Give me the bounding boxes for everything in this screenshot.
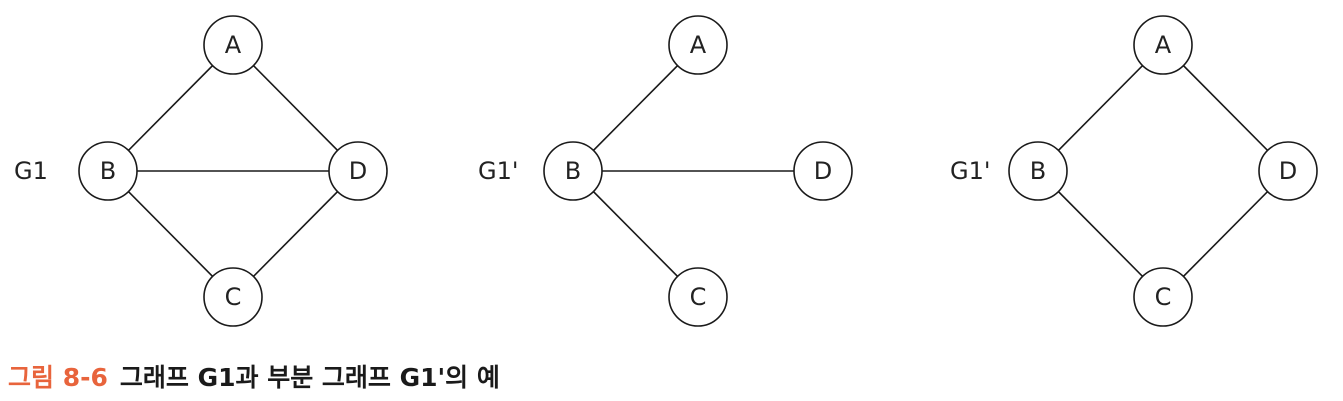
node-label: D <box>1279 157 1297 185</box>
node-label: C <box>1155 283 1172 311</box>
node-circle <box>793 141 853 201</box>
node-label: B <box>1030 157 1046 185</box>
graph-1: G1 A B C D <box>14 15 388 327</box>
node-c: C <box>203 267 263 327</box>
node-label: C <box>690 283 707 311</box>
node-label: A <box>225 31 242 59</box>
graph-label: G1 <box>14 157 48 185</box>
node-circle <box>1133 15 1193 75</box>
node-d: D <box>793 141 853 201</box>
node-a: A <box>1133 15 1193 75</box>
node-circle <box>328 141 388 201</box>
node-circle <box>668 267 728 327</box>
node-label: B <box>565 157 581 185</box>
node-circle <box>668 15 728 75</box>
node-circle <box>203 267 263 327</box>
node-label: B <box>100 157 116 185</box>
graph-label: G1' <box>478 157 518 185</box>
node-label: D <box>349 157 367 185</box>
node-label: D <box>814 157 832 185</box>
node-circle <box>203 15 263 75</box>
figure-caption-text: 그래프 G1과 부분 그래프 G1'의 예 <box>119 363 500 392</box>
node-b: B <box>1008 141 1068 201</box>
graph-3: G1' A B C D <box>950 15 1318 327</box>
figure-number: 그림 8-6 <box>8 363 108 392</box>
node-b: B <box>78 141 138 201</box>
node-d: D <box>1258 141 1318 201</box>
node-circle <box>1258 141 1318 201</box>
node-c: C <box>668 267 728 327</box>
figure-caption: 그림 8-6 그래프 G1과 부분 그래프 G1'의 예 <box>8 360 500 396</box>
node-circle <box>1008 141 1068 201</box>
graph-label: G1' <box>950 157 990 185</box>
node-label: C <box>225 283 242 311</box>
node-a: A <box>668 15 728 75</box>
node-circle <box>78 141 138 201</box>
node-label: A <box>690 31 707 59</box>
node-d: D <box>328 141 388 201</box>
graph-2: G1' A B C D <box>478 15 853 327</box>
node-circle <box>543 141 603 201</box>
node-circle <box>1133 267 1193 327</box>
node-b: B <box>543 141 603 201</box>
node-a: A <box>203 15 263 75</box>
node-label: A <box>1155 31 1172 59</box>
node-c: C <box>1133 267 1193 327</box>
